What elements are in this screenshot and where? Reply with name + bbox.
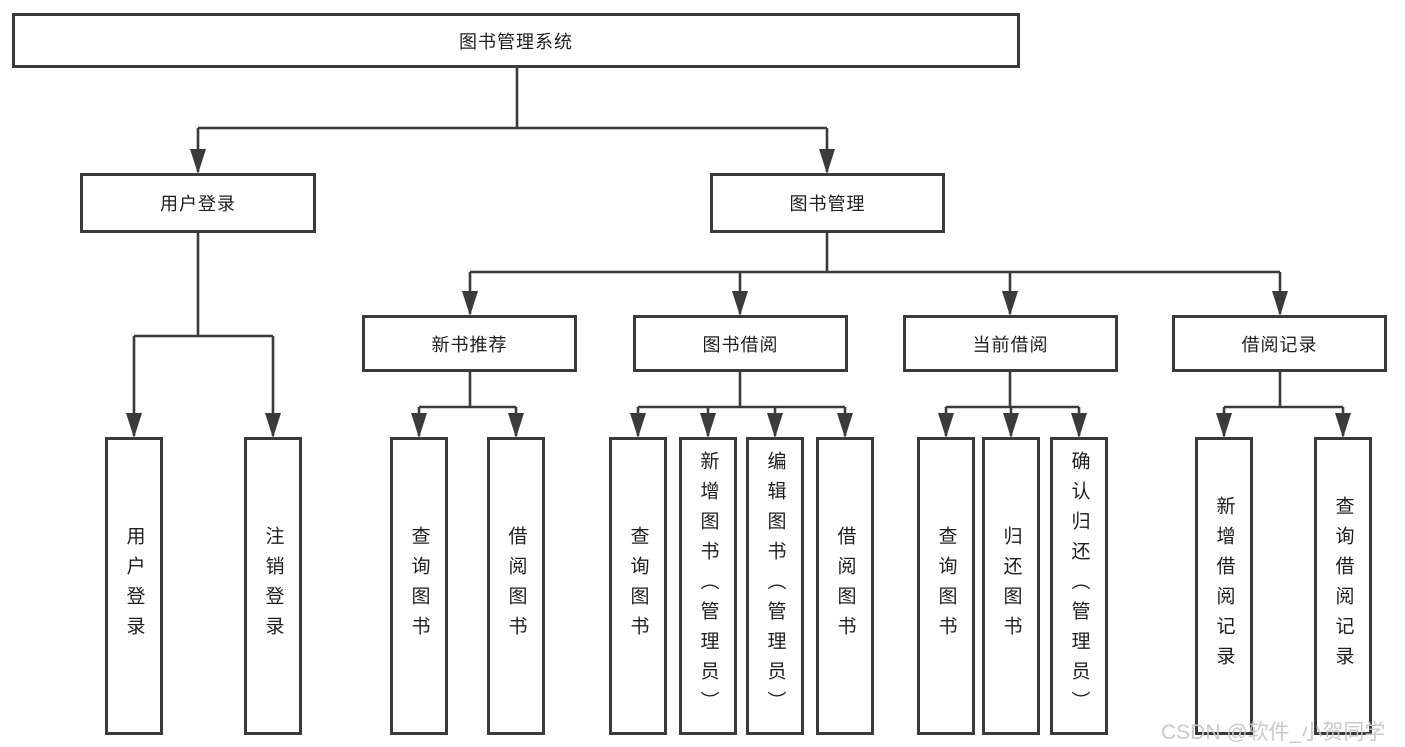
leaf-query-books-borrow: 查询图书 [609, 437, 667, 735]
leaf-add-books-admin: 新增图书（管理员） [679, 437, 737, 735]
leaf-logout: 注销登录 [244, 437, 302, 735]
node-library-system: 图书管理系统 [12, 13, 1020, 68]
leaf-borrow-books-recommend-label: 借阅图书 [505, 526, 527, 646]
leaf-borrow-books-recommend: 借阅图书 [487, 437, 545, 735]
node-current-borrow-label: 当前借阅 [972, 334, 1049, 355]
node-new-book-recommend: 新书推荐 [362, 315, 577, 372]
node-book-management: 图书管理 [710, 173, 945, 233]
leaf-query-books-borrow-label: 查询图书 [627, 526, 649, 646]
node-new-book-recommend-label: 新书推荐 [431, 334, 508, 355]
leaf-user-login: 用户登录 [105, 437, 163, 735]
leaf-borrow-books: 借阅图书 [816, 437, 874, 735]
node-book-borrow-label: 图书借阅 [702, 334, 779, 355]
leaf-user-login-label: 用户登录 [123, 526, 145, 646]
leaf-query-books-recommend-label: 查询图书 [408, 526, 430, 646]
watermark: CSDN @软件_小贺同学 [1161, 721, 1386, 744]
leaf-query-books-recommend: 查询图书 [390, 437, 448, 735]
leaf-confirm-return-admin-label: 确认归还（管理员） [1068, 451, 1090, 721]
leaf-logout-label: 注销登录 [262, 526, 284, 646]
leaf-edit-books-admin: 编辑图书（管理员） [746, 437, 804, 735]
leaf-return-books-label: 归还图书 [1000, 526, 1022, 646]
leaf-borrow-books-label: 借阅图书 [834, 526, 856, 646]
node-borrow-records-label: 借阅记录 [1241, 334, 1318, 355]
arrowheads [126, 149, 1351, 438]
leaf-query-books-current-label: 查询图书 [935, 526, 957, 646]
leaf-query-borrow-record-label: 查询借阅记录 [1332, 496, 1354, 676]
node-current-borrow: 当前借阅 [903, 315, 1118, 372]
node-user-login-label: 用户登录 [160, 194, 236, 214]
leaf-query-books-current: 查询图书 [917, 437, 975, 735]
node-book-borrow: 图书借阅 [633, 315, 848, 372]
node-user-login: 用户登录 [80, 173, 316, 233]
leaf-query-borrow-record: 查询借阅记录 [1314, 437, 1372, 735]
leaf-add-books-admin-label: 新增图书（管理员） [697, 451, 719, 721]
leaf-confirm-return-admin: 确认归还（管理员） [1050, 437, 1108, 735]
node-borrow-records: 借阅记录 [1172, 315, 1387, 372]
leaf-return-books: 归还图书 [982, 437, 1040, 735]
leaf-add-borrow-record-label: 新增借阅记录 [1213, 496, 1235, 676]
leaf-add-borrow-record: 新增借阅记录 [1195, 437, 1253, 735]
leaf-edit-books-admin-label: 编辑图书（管理员） [764, 451, 786, 721]
node-library-system-label: 图书管理系统 [459, 31, 573, 52]
node-book-management-label: 图书管理 [789, 194, 866, 214]
